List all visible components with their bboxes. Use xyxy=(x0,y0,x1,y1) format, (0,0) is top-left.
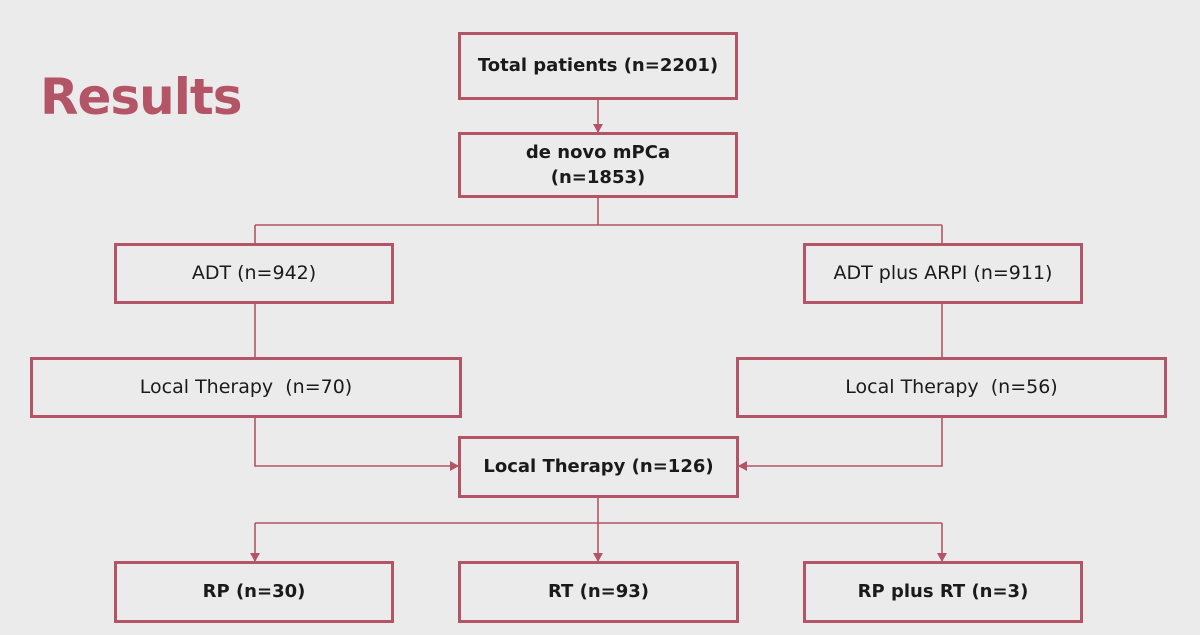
node-adt-label: ADT (n=942) xyxy=(191,262,317,285)
node-local-therapy-total-label: Local Therapy (n=126) xyxy=(483,456,714,478)
node-adt: ADT (n=942) xyxy=(114,243,394,304)
node-rt: RT (n=93) xyxy=(458,561,739,623)
node-de-novo-mpca: de novo mPCa (n=1853) xyxy=(458,132,738,198)
page-title: Results xyxy=(40,68,243,126)
node-local-therapy-right: Local Therapy (n=56) xyxy=(736,357,1167,418)
node-rp-label: RP (n=30) xyxy=(202,581,306,603)
node-rp-plus-rt: RP plus RT (n=3) xyxy=(803,561,1083,623)
arrow-lt-right-to-total xyxy=(738,417,943,471)
node-local-therapy-total: Local Therapy (n=126) xyxy=(458,436,739,498)
node-local-therapy-left-label: Local Therapy (n=70) xyxy=(139,376,353,399)
arrow-lt-left-to-total xyxy=(254,417,459,471)
node-local-therapy-left: Local Therapy (n=70) xyxy=(30,357,462,418)
node-adt-plus-arpi: ADT plus ARPI (n=911) xyxy=(803,243,1083,304)
node-rt-label: RT (n=93) xyxy=(548,581,649,603)
node-rp: RP (n=30) xyxy=(114,561,394,623)
node-adt-plus-arpi-label: ADT plus ARPI (n=911) xyxy=(833,262,1053,285)
node-local-therapy-right-label: Local Therapy (n=56) xyxy=(845,376,1058,399)
node-de-novo-mpca-line2: (n=1853) xyxy=(550,167,646,188)
node-de-novo-mpca-line1: de novo mPCa xyxy=(525,141,671,163)
node-total-patients: Total patients (n=2201) xyxy=(458,32,738,100)
node-rp-plus-rt-label: RP plus RT (n=3) xyxy=(857,581,1029,603)
node-total-patients-label: Total patients (n=2201) xyxy=(477,55,719,77)
